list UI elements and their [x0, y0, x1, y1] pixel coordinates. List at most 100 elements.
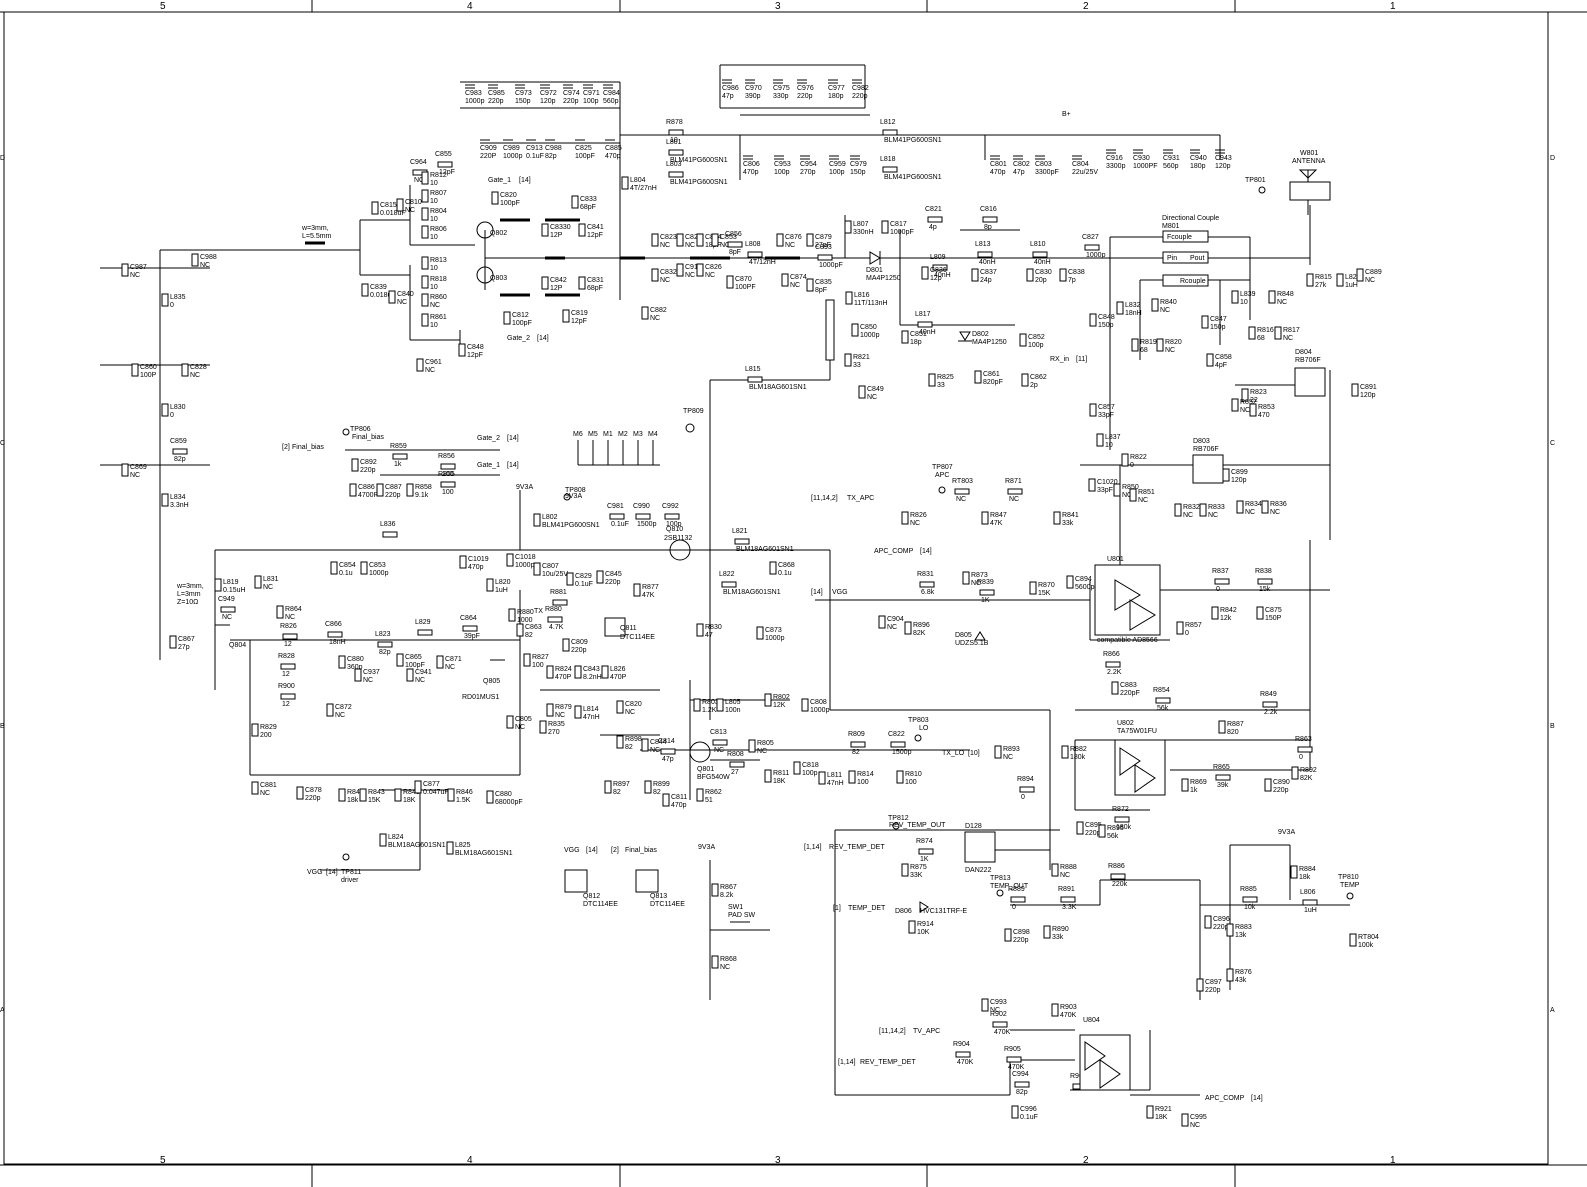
- svg-text:TP806: TP806: [350, 426, 371, 433]
- svg-text:NC: NC: [956, 496, 966, 503]
- part-value: DAN222: [965, 867, 992, 874]
- svg-text:1.5K: 1.5K: [456, 797, 471, 804]
- trace-note: L=3mm: [177, 591, 201, 598]
- svg-text:470p: 470p: [605, 153, 621, 160]
- row-labels: D C B A D C B A: [0, 155, 1555, 1014]
- ref-note: [14]: [507, 435, 519, 442]
- svg-text:L834: L834: [170, 494, 186, 501]
- svg-text:10K: 10K: [917, 929, 930, 936]
- svg-text:51: 51: [705, 797, 713, 804]
- svg-text:C815: C815: [380, 202, 397, 209]
- part-ref: D804: [1295, 349, 1312, 356]
- svg-text:R838: R838: [1255, 568, 1272, 575]
- svg-text:1k: 1k: [394, 461, 402, 468]
- svg-text:C964: C964: [410, 159, 427, 166]
- coupler-port: Rcouple: [1180, 278, 1206, 285]
- svg-text:1000p: 1000p: [369, 570, 389, 577]
- svg-text:47nH: 47nH: [827, 780, 844, 787]
- svg-text:C811: C811: [671, 794, 687, 801]
- svg-text:L835: L835: [170, 294, 186, 301]
- svg-text:NC: NC: [971, 580, 981, 587]
- svg-text:LO: LO: [919, 725, 929, 732]
- part-ref: Q812: [583, 893, 600, 900]
- svg-text:NC: NC: [1190, 1122, 1200, 1129]
- svg-text:R914: R914: [917, 921, 934, 928]
- svg-text:1uH: 1uH: [1345, 282, 1358, 289]
- svg-text:10u/25V: 10u/25V: [542, 571, 568, 578]
- svg-text:R822: R822: [1130, 454, 1147, 461]
- svg-text:220p: 220p: [571, 647, 587, 654]
- svg-text:0.018uF: 0.018uF: [370, 292, 396, 299]
- svg-text:220p: 220p: [797, 93, 813, 100]
- svg-text:R844: R844: [347, 789, 364, 796]
- svg-text:C821: C821: [685, 234, 702, 241]
- svg-text:27: 27: [731, 769, 739, 776]
- svg-text:C972: C972: [540, 90, 557, 97]
- svg-text:R874: R874: [916, 838, 933, 845]
- svg-text:C1019: C1019: [468, 556, 489, 563]
- svg-text:R881: R881: [550, 589, 567, 596]
- svg-text:4.7K: 4.7K: [549, 624, 564, 631]
- svg-text:180k: 180k: [1070, 754, 1086, 761]
- svg-text:C819: C819: [571, 310, 588, 317]
- part-ref: M801: [1162, 223, 1180, 230]
- svg-text:TP811: TP811: [341, 869, 361, 876]
- svg-text:0.1u: 0.1u: [339, 570, 353, 577]
- net-label: Gate_1: [477, 462, 500, 469]
- svg-text:R832: R832: [1183, 504, 1200, 511]
- svg-text:C833: C833: [580, 196, 597, 203]
- svg-text:18K: 18K: [1155, 1114, 1168, 1121]
- svg-text:0.1uF: 0.1uF: [1020, 1114, 1038, 1121]
- testpoint-tp801: TP801: [1245, 177, 1266, 194]
- svg-text:C904: C904: [887, 616, 904, 623]
- svg-text:L825: L825: [455, 842, 471, 849]
- svg-text:820: 820: [1227, 729, 1239, 736]
- svg-text:12: 12: [284, 641, 292, 648]
- svg-text:82K: 82K: [913, 630, 926, 637]
- semiconductors: Q802 Q803 Q804 Q805 RD01MUS1 Q810 2SB113…: [215, 150, 1331, 1091]
- svg-text:1k: 1k: [1190, 787, 1198, 794]
- svg-text:C995: C995: [1190, 1114, 1207, 1121]
- svg-text:100p: 100p: [829, 169, 845, 176]
- part-ref: D128: [965, 823, 982, 830]
- svg-text:68: 68: [1257, 335, 1265, 342]
- svg-text:18nH: 18nH: [329, 639, 346, 646]
- svg-text:NC: NC: [685, 272, 695, 279]
- svg-text:L805: L805: [725, 699, 741, 706]
- svg-text:4p: 4p: [929, 224, 937, 231]
- svg-text:L831: L831: [263, 576, 279, 583]
- svg-text:L814: L814: [583, 706, 599, 713]
